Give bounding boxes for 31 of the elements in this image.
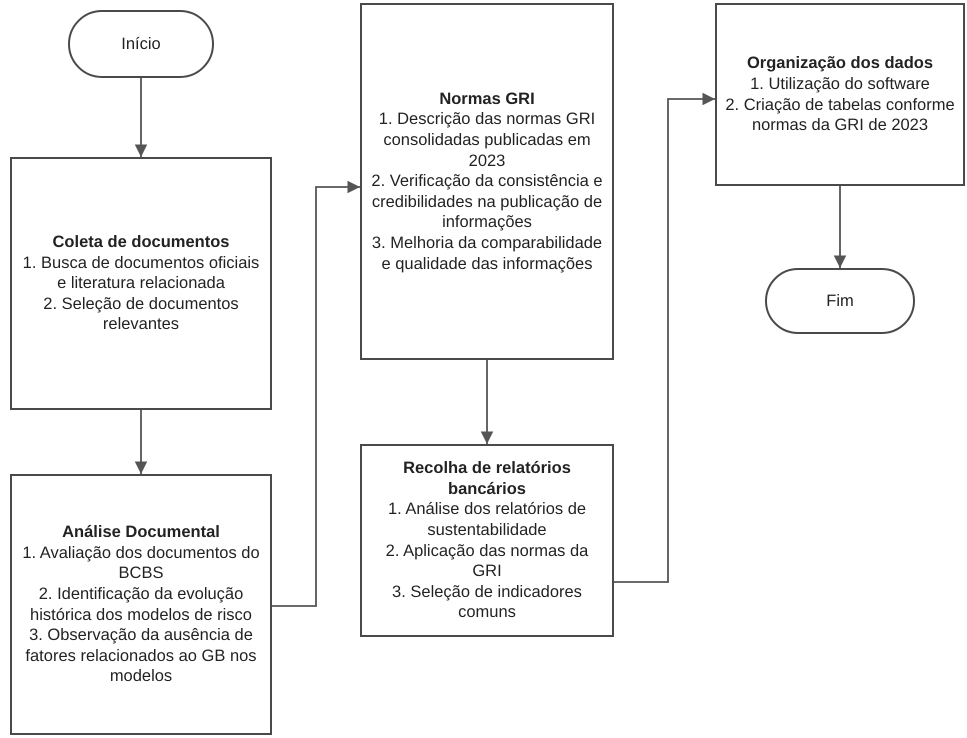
process-box	[10, 474, 272, 735]
list-item: 3. Melhoria da comparabilidade e qualidade das informações	[370, 233, 604, 274]
list-item: 2. Verificação da consistência e credibilidades na publicação de informações	[370, 171, 604, 234]
list-item: 2. Aplicação das normas da GRI	[384, 540, 590, 582]
arrow	[134, 78, 148, 157]
arrow	[134, 410, 148, 474]
list-item: 1. Utilização do software	[750, 74, 930, 94]
process-box	[360, 444, 614, 637]
list-item: 2. Identificação da evolução histórica dos modelos de risco	[29, 584, 253, 626]
arrow	[834, 186, 846, 268]
list-item: 1. Avaliação dos documentos do BCBS	[21, 542, 261, 584]
list-item: 1. Busca de documentos oficiais e literatura relacionada	[22, 252, 260, 294]
arrow	[272, 180, 360, 607]
list-item: 3. Seleção de indicadores comuns	[391, 582, 583, 623]
box-heading: Coleta de documentos	[52, 232, 230, 253]
arrow	[480, 360, 494, 444]
box-heading: Análise Documental	[62, 522, 220, 543]
box-heading: Organização dos dados	[746, 53, 934, 74]
list-item: 2. Criação de tabelas conforme normas da GRI de 2023	[725, 94, 955, 136]
list-item: 1. Análise dos relatórios de sustentabilidade	[386, 499, 588, 540]
arrow	[614, 92, 715, 583]
list-item: 3. Observação da ausência de fatores relacionados ao GB nos modelos	[24, 625, 258, 687]
box-heading: Recolha de relatórios bancários	[402, 458, 572, 500]
list-item: 1. Descrição das normas GRI consolidadas publicadas em 2023	[378, 109, 596, 172]
process-box	[715, 3, 965, 186]
terminal-label: Início	[121, 34, 161, 54]
process-box	[360, 3, 614, 360]
process-box	[10, 157, 272, 410]
terminal-label: Fim	[826, 290, 854, 312]
box-heading: Normas GRI	[439, 88, 535, 110]
list-item: 2. Seleção de documentos relevantes	[42, 294, 240, 336]
